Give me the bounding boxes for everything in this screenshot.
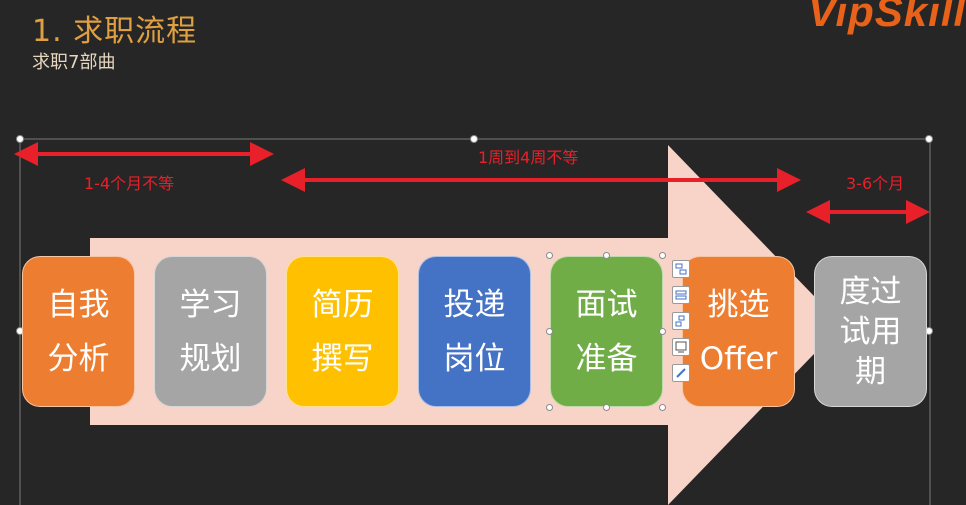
stage-probation[interactable]: 度过 试用 期 bbox=[814, 256, 927, 407]
duration-label-1: 1-4个月不等 bbox=[84, 174, 175, 193]
stage-line: Offer bbox=[699, 340, 778, 377]
duration-label-2: 1周到4周不等 bbox=[478, 148, 579, 167]
resize-handle[interactable] bbox=[546, 328, 553, 335]
stage-line: 度过 bbox=[839, 273, 902, 310]
stage-resume-writing[interactable]: 简历 撰写 bbox=[286, 256, 399, 407]
stage-study-plan[interactable]: 学习 规划 bbox=[154, 256, 267, 407]
stage-line: 准备 bbox=[575, 340, 638, 377]
stage-interview-prep[interactable]: 面试 准备 bbox=[550, 256, 663, 407]
stage-line: 试用 bbox=[839, 313, 902, 350]
stage-line: 撰写 bbox=[311, 340, 374, 377]
pen-icon[interactable] bbox=[672, 364, 690, 382]
vipskill-logo: VipSkill bbox=[808, 0, 966, 35]
resize-handle[interactable] bbox=[603, 252, 610, 259]
stage-line: 分析 bbox=[47, 340, 110, 377]
resize-handle[interactable] bbox=[603, 404, 610, 411]
resize-handle[interactable] bbox=[659, 328, 666, 335]
stage-line: 挑选 bbox=[707, 286, 770, 323]
resize-handle[interactable] bbox=[659, 404, 666, 411]
stage-line: 学习 bbox=[179, 286, 242, 323]
duration-label-3: 3-6个月 bbox=[846, 174, 905, 193]
stage-line: 投递 bbox=[443, 286, 506, 323]
resize-handle[interactable] bbox=[546, 252, 553, 259]
stage-line: 面试 bbox=[575, 286, 638, 323]
layout-options-alt-icon[interactable] bbox=[672, 286, 690, 304]
stage-line: 简历 bbox=[311, 286, 374, 323]
layout-options-icon[interactable] bbox=[672, 260, 690, 278]
chart-styles-icon[interactable] bbox=[672, 338, 690, 356]
stage-apply-positions[interactable]: 投递 岗位 bbox=[418, 256, 531, 407]
stage-choose-offer[interactable]: 挑选 Offer bbox=[682, 256, 795, 407]
resize-handle[interactable] bbox=[546, 404, 553, 411]
page-title: 1. 求职流程 bbox=[32, 14, 198, 49]
stage-line: 岗位 bbox=[443, 340, 506, 377]
stage-self-analysis[interactable]: 自我 分析 bbox=[22, 256, 135, 407]
resize-handle[interactable] bbox=[659, 252, 666, 259]
stage-line: 期 bbox=[855, 353, 886, 390]
stage-line: 自我 bbox=[47, 286, 110, 323]
chart-elements-icon[interactable] bbox=[672, 312, 690, 330]
page-subtitle: 求职7部曲 bbox=[32, 52, 116, 73]
stage-line: 规划 bbox=[179, 340, 242, 377]
